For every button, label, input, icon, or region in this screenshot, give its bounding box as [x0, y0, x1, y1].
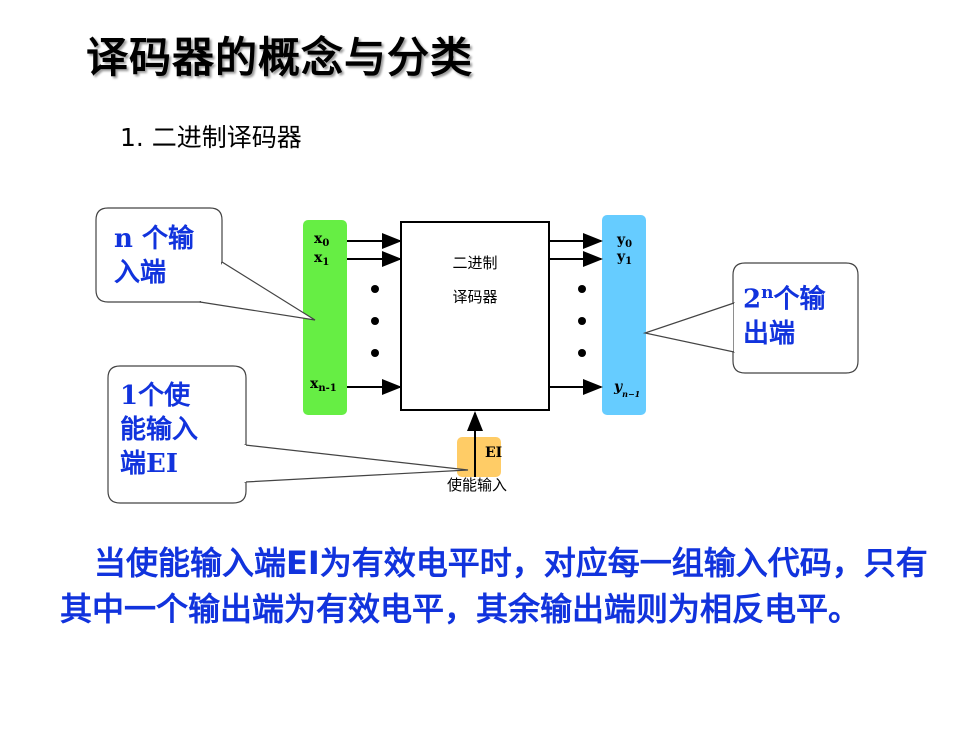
- input-bar: [303, 220, 347, 415]
- callout-enable: [107, 365, 469, 504]
- enable-block: [457, 437, 501, 477]
- output-y1-label: y1: [616, 249, 632, 267]
- output-ellipsis-dot: [578, 349, 586, 357]
- output-bar: [602, 215, 646, 415]
- callout-enable-line1: 1个使: [120, 381, 191, 411]
- input-x1-label: x1: [314, 250, 329, 268]
- callout-inputs-line1: n 个输: [114, 224, 194, 254]
- callout-outputs: [642, 262, 859, 374]
- output-ellipsis-dot: [578, 317, 586, 325]
- description-paragraph: 当使能输入端EI为有效电平时，对应每一组输入代码，只有其中一个输出端为有效电平，…: [60, 544, 928, 628]
- input-ellipsis-dot: [371, 285, 379, 293]
- input-xn-label: xn-1: [310, 376, 337, 394]
- decoder-label-line1: 二进制: [452, 254, 497, 272]
- enable-pin-label: EI: [485, 445, 502, 461]
- input-x0-label: x0: [314, 231, 329, 249]
- input-ellipsis-dot: [371, 349, 379, 357]
- decoder-label-line2: 译码器: [452, 288, 497, 306]
- callout-enable-text: 1个使 能输入 端EI: [120, 379, 198, 481]
- callout-enable-line2: 能输入: [120, 415, 199, 445]
- callout-inputs-text: n 个输 入端: [114, 222, 194, 290]
- callout-inputs-line2: 入端: [114, 258, 167, 288]
- callout-outputs-line1: 2n个输: [743, 283, 826, 315]
- decoder-box: [400, 221, 550, 411]
- output-ellipsis-dot: [578, 285, 586, 293]
- callout-outputs-text: 2n个输 出端: [743, 276, 825, 351]
- callout-inputs: [95, 207, 316, 321]
- output-y0-label: y0: [616, 232, 632, 250]
- output-yn-label: yn−1: [613, 379, 640, 399]
- input-ellipsis-dot: [371, 317, 379, 325]
- callout-outputs-line2: 出端: [743, 318, 796, 349]
- subtitle: 1. 二进制译码器: [120, 123, 302, 152]
- callout-enable-line3: 端EI: [120, 449, 178, 479]
- page-title: 译码器的概念与分类: [86, 33, 474, 82]
- enable-input-label: 使能输入: [447, 476, 507, 494]
